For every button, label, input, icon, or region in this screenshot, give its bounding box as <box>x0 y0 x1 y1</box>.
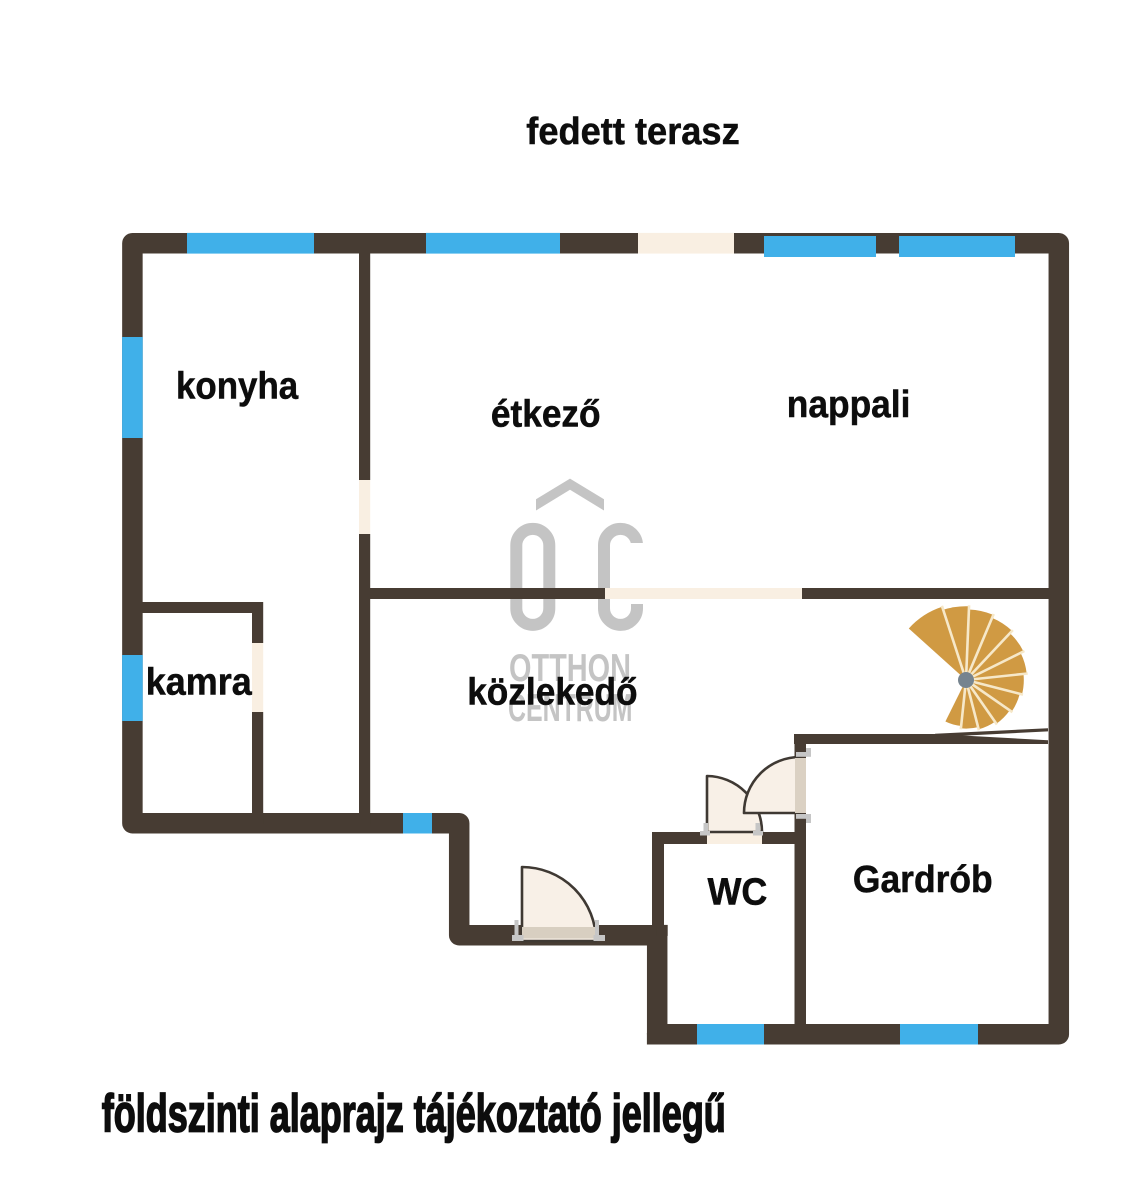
svg-text:étkező: étkező <box>491 393 601 435</box>
svg-text:kamra: kamra <box>146 662 253 704</box>
svg-text:nappali: nappali <box>787 384 911 426</box>
svg-text:konyha: konyha <box>176 365 299 407</box>
svg-text:Gardrób: Gardrób <box>853 859 993 901</box>
svg-text:közlekedő: közlekedő <box>467 672 637 714</box>
svg-text:OTTHON: OTTHON <box>509 647 631 690</box>
svg-text:WC: WC <box>708 871 768 913</box>
svg-text:fedett terasz: fedett terasz <box>526 111 739 153</box>
svg-text:földszinti alaprajz tájékoztat: földszinti alaprajz tájékoztató jellegű <box>102 1085 726 1144</box>
svg-text:CENTRUM: CENTRUM <box>508 687 633 730</box>
